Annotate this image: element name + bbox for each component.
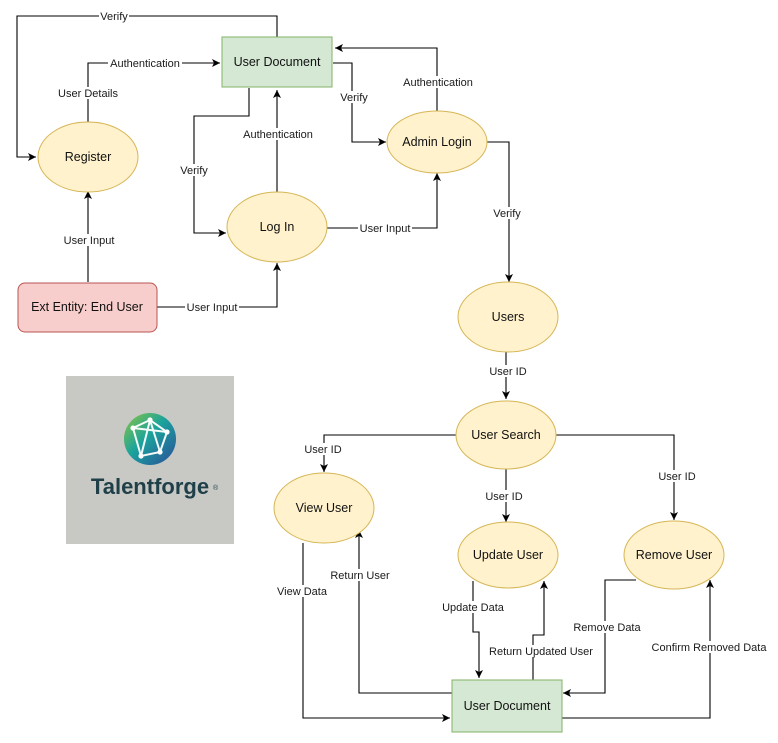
edge-view-data: [302, 543, 450, 722]
label-verify-top-text: Verify: [100, 11, 128, 23]
label-verify-admin: Verify: [339, 91, 369, 104]
label-user-input-login: User Input: [185, 301, 239, 314]
external-entity-label: Ext Entity: End User: [31, 300, 143, 314]
label-verify-admin-text: Verify: [340, 92, 368, 104]
external-entity-end-user[interactable]: Ext Entity: End User: [17, 282, 158, 333]
process-label: Users: [492, 310, 525, 324]
data-store-box: [451, 679, 563, 733]
process-label: Update User: [473, 548, 543, 562]
label-user-input-login-text: User Input: [187, 302, 238, 314]
label-user-id-users-text: User ID: [489, 366, 526, 378]
process-label: Log In: [260, 220, 295, 234]
edge-user-input-login: [157, 263, 281, 308]
label-authentication-login: Authentication: [241, 128, 315, 141]
process-view-user[interactable]: View User: [273, 472, 375, 544]
external-entity-box: [17, 282, 158, 333]
label-view-data-text: View Data: [277, 586, 328, 598]
process-remove-user[interactable]: Remove User: [623, 520, 725, 590]
data-store-label: User Document: [234, 55, 321, 69]
label-user-id-update-text: User ID: [485, 491, 522, 503]
process-shape: [386, 110, 488, 174]
label-authentication-login-text: Authentication: [243, 129, 313, 141]
process-shape: [457, 281, 559, 353]
process-users[interactable]: Users: [457, 281, 559, 353]
edge-remove-data: [563, 579, 636, 697]
label-user-input-register: User Input: [62, 234, 116, 247]
label-user-id-view-text: User ID: [304, 444, 341, 456]
label-authentication-admin-text: Authentication: [403, 77, 473, 89]
edge-verify-top: [16, 15, 278, 161]
label-view-data: View Data: [275, 585, 329, 598]
label-user-id-update: User ID: [483, 490, 525, 503]
process-user-search[interactable]: User Search: [455, 400, 557, 470]
edge-verify-login: [193, 88, 250, 237]
process-label: User Search: [471, 428, 541, 442]
label-verify-users: Verify: [492, 207, 522, 220]
data-store-user-document-bottom[interactable]: User Document: [451, 679, 563, 733]
edge-user-id-view: [320, 434, 457, 472]
label-authentication-admin: Authentication: [401, 76, 475, 89]
edge-verify-users: [487, 141, 513, 282]
label-confirm-removed-data: Confirm Removed Data: [651, 641, 767, 654]
talentforge-logo: Talentforge ®: [66, 376, 234, 544]
process-shape: [623, 520, 725, 590]
process-shape: [273, 472, 375, 544]
process-label: Admin Login: [402, 135, 472, 149]
label-authentication-top: Authentication: [108, 57, 182, 70]
label-return-updated-user: Return Updated User: [488, 645, 594, 658]
process-shape: [457, 521, 559, 589]
label-user-details: User Details: [56, 87, 120, 100]
edge-user-input-login-admin: [327, 173, 441, 229]
network-globe-icon: [124, 413, 176, 465]
label-update-data-text: Update Data: [442, 602, 505, 614]
edge-confirm-removed-data: [562, 580, 714, 719]
logo-wordmark: Talentforge: [91, 474, 209, 499]
label-confirm-removed-data-text: Confirm Removed Data: [652, 642, 768, 654]
label-user-id-users: User ID: [487, 365, 529, 378]
label-user-input-login-admin-text: User Input: [360, 223, 411, 235]
nodes: User Document User Document Ext Entity: …: [17, 36, 725, 733]
data-store-user-document-top[interactable]: User Document: [221, 36, 333, 88]
edges: [16, 15, 714, 722]
label-verify-users-text: Verify: [493, 208, 521, 220]
label-user-id-remove-text: User ID: [658, 471, 695, 483]
process-admin-login[interactable]: Admin Login: [386, 110, 488, 174]
process-update-user[interactable]: Update User: [457, 521, 559, 589]
label-verify-top: Verify: [99, 10, 129, 23]
data-store-box: [221, 36, 333, 88]
label-user-input-login-admin: User Input: [358, 222, 412, 235]
process-label: Register: [65, 150, 112, 164]
edge-authentication-admin: [335, 44, 438, 111]
data-store-label: User Document: [464, 699, 551, 713]
process-shape: [455, 400, 557, 470]
process-shape: [37, 121, 139, 193]
process-shape: [226, 191, 328, 263]
label-user-id-view: User ID: [302, 443, 344, 456]
label-user-input-register-text: User Input: [64, 235, 115, 247]
label-authentication-top-text: Authentication: [110, 58, 180, 70]
process-register[interactable]: Register: [37, 121, 139, 193]
label-return-user: Return User: [329, 569, 391, 582]
label-update-data: Update Data: [441, 601, 505, 614]
process-log-in[interactable]: Log In: [226, 191, 328, 263]
edge-labels: Verify Authentication User Details Authe…: [56, 10, 767, 658]
label-user-id-remove: User ID: [656, 470, 698, 483]
label-return-user-text: Return User: [330, 570, 390, 582]
process-label: Remove User: [636, 548, 712, 562]
edge-update-data: [472, 581, 483, 678]
label-remove-data-text: Remove Data: [573, 622, 641, 634]
edge-return-updated-user: [532, 581, 548, 680]
label-verify-login-text: Verify: [180, 165, 208, 177]
label-user-details-text: User Details: [58, 88, 118, 100]
edge-user-id-remove: [556, 434, 678, 520]
label-return-updated-user-text: Return Updated User: [489, 646, 593, 658]
process-label: View User: [296, 501, 353, 515]
logo-registered-mark: ®: [213, 484, 219, 492]
label-verify-login: Verify: [179, 164, 209, 177]
edge-return-user: [355, 530, 452, 694]
label-remove-data: Remove Data: [572, 621, 642, 634]
